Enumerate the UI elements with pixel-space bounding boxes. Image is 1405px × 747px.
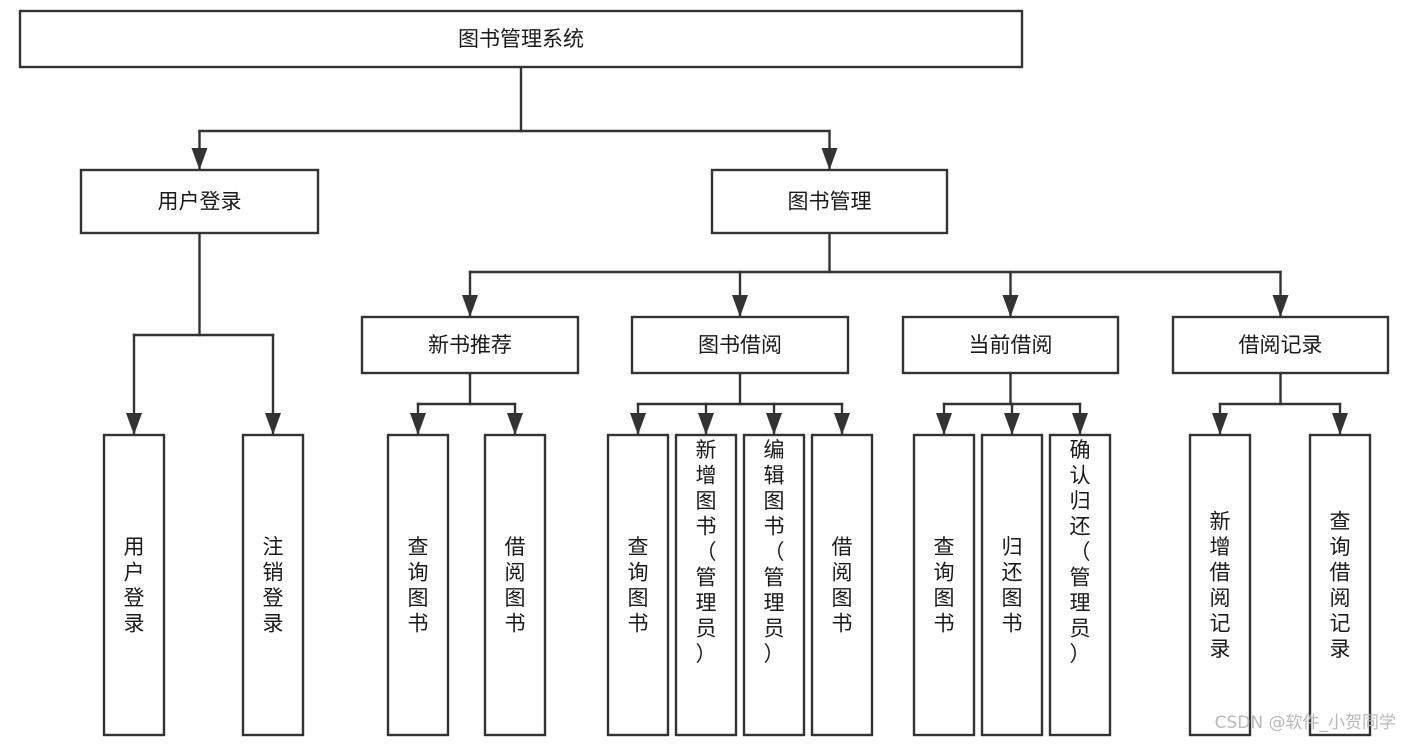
arrow-head-icon — [265, 413, 281, 435]
node-leaf-query-book-rec[interactable]: 查询图书 — [386, 433, 450, 737]
node-leaf-user-login[interactable]: 用户登录 — [102, 433, 166, 737]
node-label-leaf-edit-book: 编辑图书（管理员） — [764, 438, 785, 666]
node-box-root — [18, 9, 1024, 69]
node-leaf-add-book[interactable]: 新增图书（管理员） — [674, 433, 738, 737]
node-box-borrow-record — [1171, 315, 1390, 375]
node-label-leaf-borrow-book: 借阅图书 — [832, 535, 853, 636]
node-leaf-confirm-return[interactable]: 确认归还（管理员） — [1048, 433, 1112, 737]
arrow-head-icon — [821, 148, 838, 170]
arrow-head-icon — [462, 295, 478, 317]
arrow-head-icon — [1332, 413, 1348, 435]
node-label-book-manage: 图书管理 — [788, 190, 872, 214]
node-box-leaf-confirm-return — [1048, 433, 1112, 737]
node-new-book-rec[interactable]: 新书推荐 — [360, 315, 580, 375]
arrow-head-icon — [1072, 413, 1088, 435]
arrow-head-icon — [507, 413, 523, 435]
node-box-leaf-query-book-rec — [386, 433, 450, 737]
node-leaf-query-record[interactable]: 查询借阅记录 — [1308, 433, 1372, 737]
node-leaf-logout[interactable]: 注销登录 — [241, 433, 305, 737]
node-root[interactable]: 图书管理系统 — [18, 9, 1024, 69]
node-box-leaf-borrow-book — [810, 433, 874, 737]
arrow-head-icon — [126, 413, 142, 435]
node-label-leaf-logout: 注销登录 — [263, 535, 284, 636]
node-borrow-record[interactable]: 借阅记录 — [1171, 315, 1390, 375]
node-label-leaf-confirm-return: 确认归还（管理员） — [1070, 438, 1091, 666]
node-book-borrow[interactable]: 图书借阅 — [630, 315, 850, 375]
node-box-leaf-add-record — [1188, 433, 1252, 737]
node-current-borrow[interactable]: 当前借阅 — [901, 315, 1120, 375]
node-leaf-borrow-book[interactable]: 借阅图书 — [810, 433, 874, 737]
node-label-user-login: 用户登录 — [158, 190, 242, 214]
node-label-leaf-query-book-rec: 查询图书 — [408, 535, 429, 636]
node-box-leaf-borrow-book-rec — [483, 433, 547, 737]
arrow-head-icon — [1004, 413, 1020, 435]
node-box-leaf-query-book-cur — [912, 433, 976, 737]
node-box-book-borrow — [630, 315, 850, 375]
node-box-new-book-rec — [360, 315, 580, 375]
node-label-leaf-query-book-borrow: 查询图书 — [628, 535, 649, 636]
node-box-user-login — [79, 168, 320, 235]
node-user-login[interactable]: 用户登录 — [79, 168, 320, 235]
node-leaf-return-book[interactable]: 归还图书 — [980, 433, 1044, 737]
node-label-book-borrow: 图书借阅 — [698, 333, 782, 357]
arrow-head-icon — [1002, 295, 1019, 317]
csdn-watermark: CSDN @软件_小贺同学 — [1215, 713, 1396, 733]
node-label-leaf-query-book-cur: 查询图书 — [934, 535, 955, 636]
node-label-leaf-query-record: 查询借阅记录 — [1330, 509, 1351, 661]
node-book-manage[interactable]: 图书管理 — [710, 168, 949, 235]
arrow-head-icon — [698, 413, 714, 435]
node-label-leaf-return-book: 归还图书 — [1002, 535, 1023, 636]
arrow-head-icon — [630, 413, 646, 435]
arrow-head-icon — [410, 413, 426, 435]
node-label-root: 图书管理系统 — [458, 27, 584, 51]
node-leaf-edit-book[interactable]: 编辑图书（管理员） — [742, 433, 806, 737]
arrow-head-icon — [936, 413, 952, 435]
node-label-new-book-rec: 新书推荐 — [428, 333, 512, 357]
node-box-leaf-query-record — [1308, 433, 1372, 737]
node-leaf-add-record[interactable]: 新增借阅记录 — [1188, 433, 1252, 737]
node-box-leaf-query-book-borrow — [606, 433, 670, 737]
node-leaf-query-book-cur[interactable]: 查询图书 — [912, 433, 976, 737]
node-leaf-query-book-borrow[interactable]: 查询图书 — [606, 433, 670, 737]
node-box-leaf-add-book — [674, 433, 738, 737]
node-label-leaf-user-login: 用户登录 — [124, 535, 145, 636]
node-box-leaf-logout — [241, 433, 305, 737]
node-label-current-borrow: 当前借阅 — [969, 333, 1053, 357]
node-leaf-borrow-book-rec[interactable]: 借阅图书 — [483, 433, 547, 737]
node-box-leaf-edit-book — [742, 433, 806, 737]
arrow-head-icon — [732, 295, 748, 317]
node-layer: 图书管理系统用户登录图书管理新书推荐图书借阅当前借阅借阅记录用户登录注销登录查询… — [18, 9, 1390, 737]
node-label-borrow-record: 借阅记录 — [1239, 333, 1323, 357]
arrow-head-icon — [191, 148, 208, 170]
node-box-leaf-return-book — [980, 433, 1044, 737]
arrow-head-icon — [1212, 413, 1228, 435]
connector-layer — [126, 65, 1348, 437]
arrow-head-icon — [766, 413, 782, 435]
node-box-leaf-user-login — [102, 433, 166, 737]
node-label-leaf-add-book: 新增图书（管理员） — [696, 438, 717, 666]
node-label-leaf-borrow-book-rec: 借阅图书 — [505, 535, 526, 636]
node-box-current-borrow — [901, 315, 1120, 375]
arrow-head-icon — [1272, 295, 1289, 317]
node-label-leaf-add-record: 新增借阅记录 — [1210, 509, 1231, 661]
arrow-head-icon — [834, 413, 850, 435]
node-box-book-manage — [710, 168, 949, 235]
